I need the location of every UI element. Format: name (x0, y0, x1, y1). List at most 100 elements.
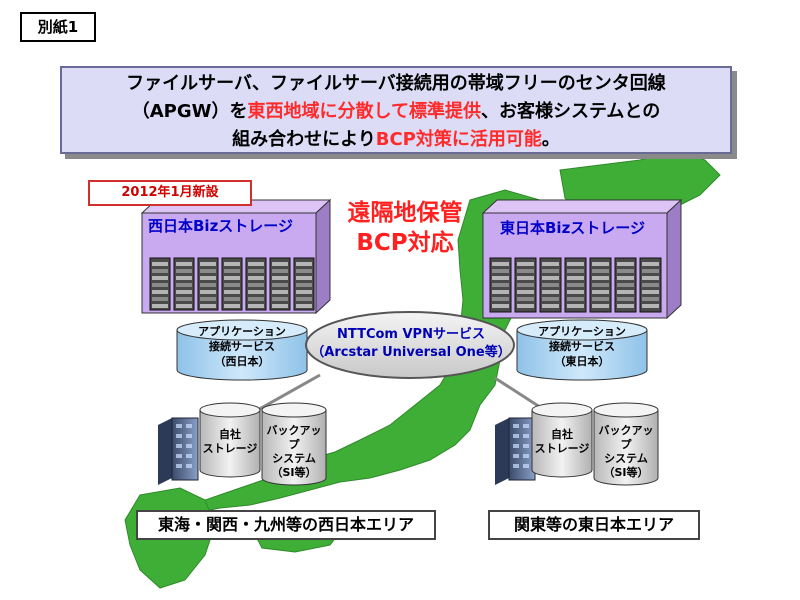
west-rack-slot (296, 269, 312, 273)
east-rack-slot (592, 290, 609, 294)
east-app-label: アプリケーション 接続サービス （東日本） (517, 324, 647, 369)
banner-line-3a: 組み合わせにより (232, 129, 376, 150)
west-rack-slot (152, 297, 168, 301)
vpn-line-1: NTTCom VPNサービス (337, 327, 485, 342)
west-rack-slot (248, 297, 264, 301)
west-rack-slot (224, 290, 240, 294)
summary-banner: ファイルサーバ、ファイルサーバ接続用の帯域フリーのセンタ回線 （APGW）を東西… (60, 66, 732, 154)
west-rack-slot (200, 290, 216, 294)
east-rack-slot (567, 304, 584, 308)
west-rack-slot (296, 304, 312, 308)
vpn-line-2: （Arcstar Universal One等） (311, 345, 511, 360)
east-rack-slot (617, 290, 634, 294)
east-area-label: 関東等の東日本エリア (488, 510, 700, 540)
east-rack-slot (567, 297, 584, 301)
west-rack-slot (176, 297, 192, 301)
east-rack-slot (617, 262, 634, 266)
west-rack-slot (176, 262, 192, 266)
east-backup-db (593, 402, 659, 486)
bcp-line-1: 遠隔地保管 (347, 200, 463, 226)
west-rack-slot (176, 283, 192, 287)
west-app-line-1: アプリケーション (198, 325, 286, 338)
west-rack-slot (200, 262, 216, 266)
west-rack-slot (272, 304, 288, 308)
west-backup-line-3: （SI等） (271, 466, 317, 479)
west-app-label: アプリケーション 接続サービス （西日本） (177, 324, 307, 369)
west-storage-title: 西日本Bizストレージ (148, 217, 294, 235)
west-rack-slot (152, 262, 168, 266)
west-app-line-3: （西日本） (214, 355, 270, 368)
west-rack-slot (176, 269, 192, 273)
west-rack-slot (296, 297, 312, 301)
west-rack-slot (176, 304, 192, 308)
east-rack-slot (567, 276, 584, 280)
east-rack-slot (542, 269, 559, 273)
west-rack-slot (224, 304, 240, 308)
banner-line-2b: 、お客様システムとの (480, 101, 661, 122)
west-backup-db (261, 402, 327, 486)
east-server-box (481, 198, 683, 320)
west-rack-slot (224, 283, 240, 287)
east-own-line-1: 自社 (551, 428, 573, 441)
east-rack-slot (542, 297, 559, 301)
document-tag: 別紙1 (20, 12, 96, 42)
new-service-tag: 2012年1月新設 (88, 180, 252, 206)
banner-line-3: 組み合わせによりBCP対策に活用可能。 (62, 126, 730, 154)
east-own-storage-db (531, 402, 593, 478)
west-backup-label: バックアップ システム （SI等） (262, 424, 326, 480)
east-app-line-1: アプリケーション (538, 325, 626, 338)
east-app-line-2: 接続サービス (549, 340, 615, 353)
east-rack-slot (517, 262, 534, 266)
east-rack-slot (592, 297, 609, 301)
east-rack-slot (642, 283, 659, 287)
west-rack-slot (272, 276, 288, 280)
west-own-storage-db (199, 402, 261, 478)
banner-line-2: （APGW）を東西地域に分散して標準提供、お客様システムとの (62, 98, 730, 126)
east-storage-title: 東日本Bizストレージ (500, 219, 646, 237)
west-rack-slot (152, 304, 168, 308)
east-rack-slot (567, 290, 584, 294)
west-rack-slot (152, 283, 168, 287)
west-app-line-2: 接続サービス (209, 340, 275, 353)
east-backup-line-3: （SI等） (603, 466, 649, 479)
east-rack-slot (642, 297, 659, 301)
west-building-icon (158, 417, 199, 485)
west-rack-slot (176, 290, 192, 294)
west-rack-slot (152, 290, 168, 294)
east-rack-slot (617, 297, 634, 301)
east-rack-slot (542, 262, 559, 266)
east-rack-slot (517, 276, 534, 280)
east-rack-slot (492, 297, 509, 301)
west-rack-slot (272, 269, 288, 273)
east-rack-slot (492, 276, 509, 280)
east-app-line-3: （東日本） (554, 355, 610, 368)
west-rack-slot (248, 283, 264, 287)
west-server-box (140, 198, 332, 315)
west-rack-slot (248, 262, 264, 266)
vpn-label: NTTCom VPNサービス （Arcstar Universal One等） (306, 326, 516, 362)
west-rack-slot (248, 269, 264, 273)
west-rack-slot (200, 304, 216, 308)
west-rack-slot (224, 262, 240, 266)
west-rack-slot (296, 290, 312, 294)
east-rack-slot (592, 262, 609, 266)
east-rack-slot (617, 276, 634, 280)
west-rack-slot (296, 262, 312, 266)
east-rack-slot (517, 283, 534, 287)
banner-line-2-highlight: 東西地域に分散して標準提供 (247, 101, 481, 122)
east-rack-slot (517, 297, 534, 301)
west-rack-slot (200, 269, 216, 273)
east-rack-slot (517, 304, 534, 308)
east-rack-slot (592, 276, 609, 280)
east-rack-slot (592, 269, 609, 273)
west-area-label: 東海・関西・九州等の西日本エリア (136, 510, 436, 540)
east-rack-slot (642, 276, 659, 280)
east-rack-slot (542, 290, 559, 294)
east-building-icon (495, 417, 536, 485)
east-rack-slot (642, 290, 659, 294)
east-rack-slot (567, 262, 584, 266)
west-rack-slot (224, 276, 240, 280)
east-rack-slot (617, 269, 634, 273)
banner-line-3-highlight: BCP対策に活用可能 (375, 129, 542, 150)
